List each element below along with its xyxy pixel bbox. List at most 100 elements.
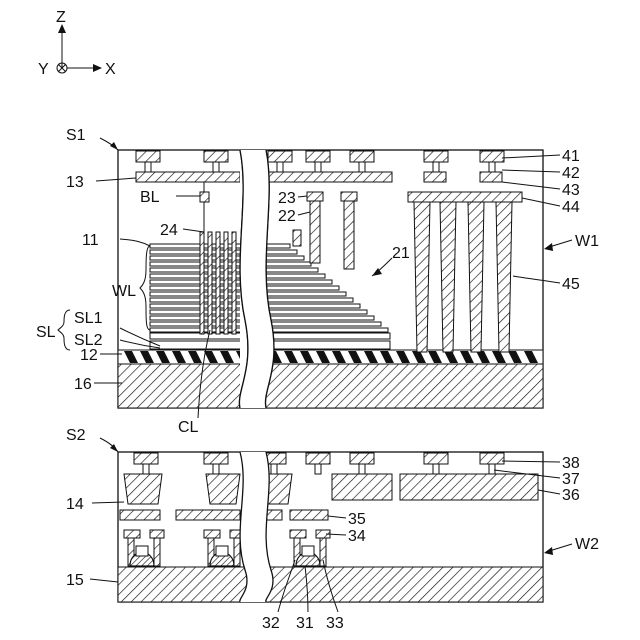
label-14: 14 — [66, 496, 84, 513]
label-32: 32 — [262, 615, 280, 632]
pad-38 — [306, 453, 330, 464]
pillar — [200, 232, 204, 334]
pad-41 — [136, 151, 160, 162]
gate-electrode — [216, 546, 228, 556]
label-38: 38 — [562, 455, 580, 472]
pad-41 — [350, 151, 374, 162]
substrate-16 — [118, 364, 543, 408]
pad-38 — [424, 453, 448, 464]
pad-43b — [480, 172, 502, 182]
pillar — [232, 232, 236, 334]
label-w2: W2 — [575, 536, 599, 553]
wafer-w2 — [118, 452, 543, 602]
wiring-13 — [136, 172, 240, 182]
pad-41 — [204, 151, 228, 162]
label-s2: S2 — [66, 427, 86, 444]
contact-45 — [414, 202, 430, 352]
axis-indicator: Z Y X — [38, 9, 116, 78]
bit-line-bl — [200, 192, 209, 202]
via-37 — [315, 464, 321, 474]
label-37: 37 — [562, 471, 580, 488]
pad-41 — [268, 151, 292, 162]
z-axis-label: Z — [56, 9, 66, 26]
plug-14b — [206, 474, 240, 504]
via-37 — [143, 464, 149, 474]
pillar — [216, 232, 220, 334]
pillar — [224, 232, 228, 334]
pad-41 — [306, 151, 330, 162]
wiring-44 — [408, 192, 522, 202]
via-42 — [213, 162, 219, 172]
label-w1: W1 — [575, 233, 599, 250]
pad-23a — [307, 192, 323, 201]
x-arrow-icon — [93, 64, 102, 72]
label-42: 42 — [562, 165, 580, 182]
label-23: 23 — [278, 190, 296, 207]
label-cl: CL — [178, 419, 199, 436]
plug-33 — [154, 538, 160, 566]
via-42 — [315, 162, 321, 172]
wiring-35b — [176, 510, 240, 520]
wiring-36b — [400, 474, 538, 500]
pad-38 — [480, 453, 504, 464]
gate-electrode — [136, 546, 148, 556]
pad-38 — [350, 453, 374, 464]
plug-33 — [234, 538, 240, 566]
label-33: 33 — [326, 615, 344, 632]
substrate-15 — [118, 567, 543, 602]
label-43: 43 — [562, 182, 580, 199]
wiring-35d — [290, 510, 328, 520]
label-31: 31 — [296, 615, 314, 632]
wiring-36a — [332, 474, 392, 500]
pillar — [208, 232, 212, 334]
via-42 — [277, 162, 283, 172]
plug-14a — [124, 474, 162, 504]
label-bl: BL — [140, 189, 160, 206]
wiring-13b — [268, 172, 392, 182]
label-21: 21 — [392, 245, 410, 262]
word-line — [150, 274, 325, 278]
via-42 — [359, 162, 365, 172]
label-sl1: SL1 — [74, 310, 103, 327]
label-16: 16 — [74, 376, 92, 393]
contact-stub — [293, 230, 301, 246]
contact-45 — [496, 202, 512, 352]
label-s1: S1 — [66, 127, 86, 144]
pad-41 — [480, 151, 504, 162]
contact-34 — [204, 530, 220, 538]
contact-22b — [344, 201, 354, 269]
label-36: 36 — [562, 487, 580, 504]
wafer-w1 — [118, 150, 543, 408]
label-35: 35 — [348, 511, 366, 528]
label-11: 11 — [82, 232, 99, 249]
pad-43a — [424, 172, 446, 182]
contact-34 — [290, 530, 306, 538]
via-37 — [489, 464, 495, 474]
via-42 — [145, 162, 151, 172]
label-12: 12 — [80, 347, 98, 364]
sl-brace — [58, 310, 70, 350]
label-34: 34 — [348, 528, 366, 545]
contact-22a — [310, 201, 320, 263]
wiring-35a — [120, 510, 160, 520]
label-24: 24 — [160, 222, 178, 239]
via-37 — [433, 464, 439, 474]
via-42 — [489, 162, 495, 172]
via-42 — [433, 162, 439, 172]
via-37 — [271, 464, 277, 474]
via-37 — [213, 464, 219, 474]
pad-38 — [134, 453, 158, 464]
x-axis-label: X — [105, 61, 116, 78]
pad-41 — [424, 151, 448, 162]
pad-38 — [204, 453, 228, 464]
contact-34 — [124, 530, 140, 538]
gate-electrode — [302, 546, 314, 556]
via-37 — [359, 464, 365, 474]
word-line — [150, 262, 311, 266]
label-22: 22 — [278, 208, 296, 225]
label-sl: SL — [36, 324, 56, 341]
label-13: 13 — [66, 174, 84, 191]
pad-23b — [341, 192, 357, 201]
label-44: 44 — [562, 199, 580, 216]
